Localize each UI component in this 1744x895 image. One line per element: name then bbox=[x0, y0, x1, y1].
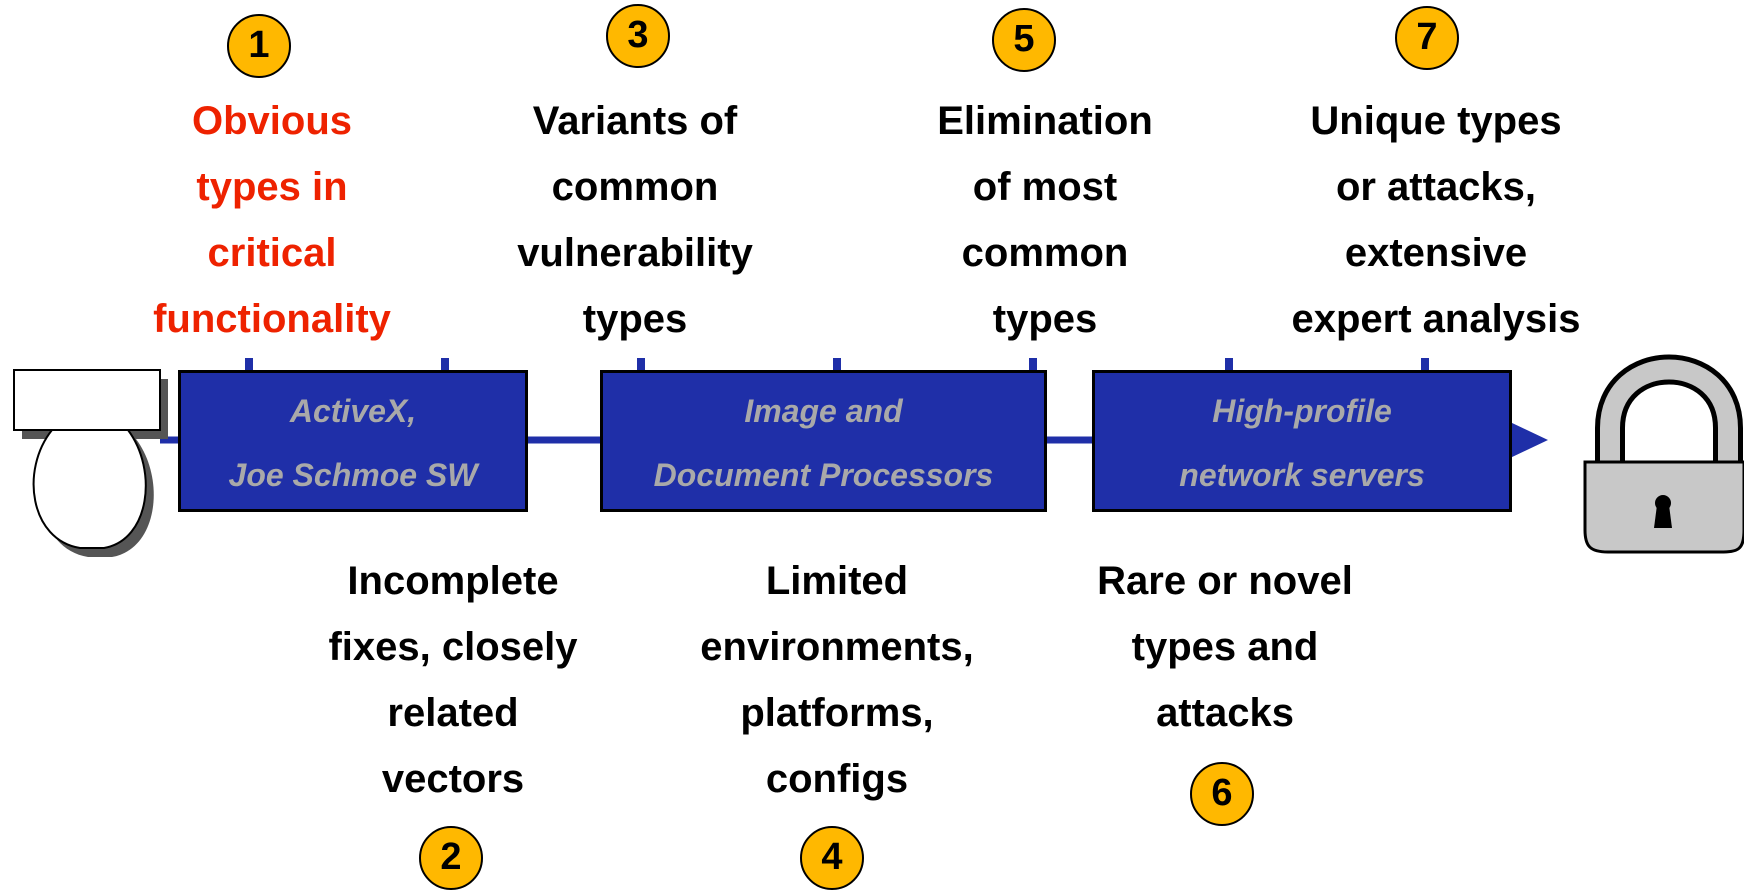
step-label-5: Elimination of most common types bbox=[937, 99, 1153, 341]
step-number-5: 5 bbox=[992, 8, 1056, 72]
step-label-6: Rare or novel types and attacks bbox=[1097, 559, 1353, 735]
padlock-icon bbox=[1583, 354, 1744, 554]
step-label-4: Limited environments, platforms, configs bbox=[700, 559, 974, 801]
step-number-6: 6 bbox=[1190, 762, 1254, 826]
step-label-7: Unique types or attacks, extensive exper… bbox=[1291, 99, 1581, 341]
toilet-icon bbox=[13, 369, 168, 557]
box-line: network servers bbox=[1179, 457, 1425, 493]
box-line: High-profile bbox=[1212, 393, 1392, 429]
box-line: Image and bbox=[744, 393, 903, 429]
step-number-4: 4 bbox=[800, 826, 864, 890]
step-number-2: 2 bbox=[419, 826, 483, 890]
box-line: Joe Schmoe SW bbox=[228, 457, 478, 493]
box-line: ActiveX, bbox=[289, 393, 417, 429]
step-label-2: Incomplete fixes, closely related vector… bbox=[328, 559, 578, 801]
category-box-activex: ActiveX, Joe Schmoe SW bbox=[178, 370, 528, 512]
step-label-3: Variants of common vulnerability types bbox=[517, 99, 753, 341]
step-number-7: 7 bbox=[1395, 6, 1459, 70]
step-number-1: 1 bbox=[227, 14, 291, 78]
step-label-1: Obvious types in critical functionality bbox=[153, 99, 391, 341]
step-number-3: 3 bbox=[606, 4, 670, 68]
category-box-image-document: Image and Document Processors bbox=[600, 370, 1047, 512]
timeline-arrowhead bbox=[1510, 422, 1548, 458]
category-box-network-servers: High-profile network servers bbox=[1092, 370, 1512, 512]
box-line: Document Processors bbox=[653, 457, 994, 493]
